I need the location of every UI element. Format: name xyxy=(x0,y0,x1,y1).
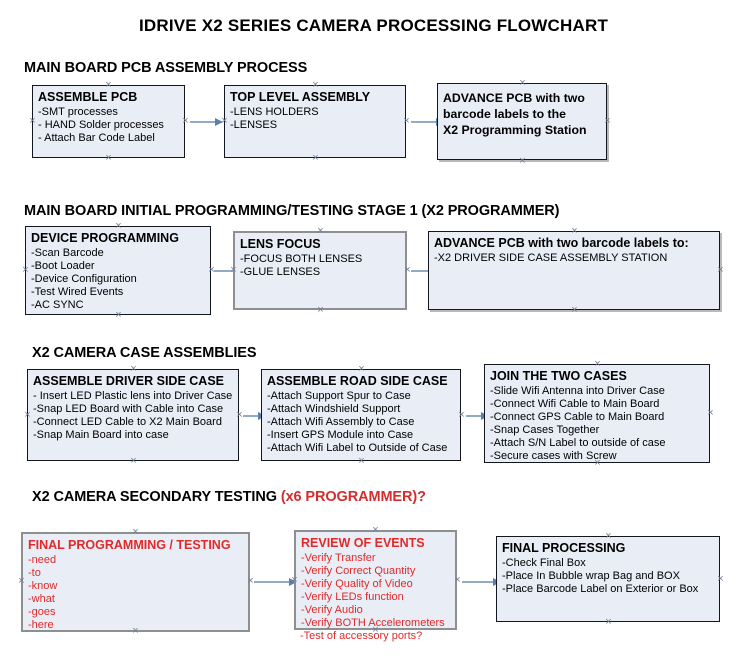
node-line: -Verify Correct Quantity xyxy=(301,564,416,577)
node-line: -Verify Quality of Video xyxy=(301,577,413,590)
node-line: barcode labels to the xyxy=(443,107,566,122)
node-lens-focus[interactable]: LENS FOCUS -FOCUS BOTH LENSES -GLUE LENS… xyxy=(233,231,407,310)
node-title: DEVICE PROGRAMMING xyxy=(31,231,179,245)
node-line: - Attach Bar Code Label xyxy=(38,131,155,144)
node-line: -X2 DRIVER SIDE CASE ASSEMBLY STATION xyxy=(434,251,668,264)
node-device-programming[interactable]: DEVICE PROGRAMMING -Scan Barcode -Boot L… xyxy=(25,226,211,315)
arrow-final-programming-to-review xyxy=(254,577,297,586)
node-line: -Insert GPS Module into Case xyxy=(267,428,414,441)
node-title: ASSEMBLE DRIVER SIDE CASE xyxy=(33,374,225,388)
page-title: IDRIVE X2 SERIES CAMERA PROCESSING FLOWC… xyxy=(138,16,609,35)
node-line: -Verify BOTH Accelerometers xyxy=(301,616,445,629)
section-heading-text: X2 CAMERA SECONDARY TESTING xyxy=(32,489,281,505)
node-line: -Attach Wifi Label to Outside of Case xyxy=(267,441,448,454)
node-title: REVIEW OF EVENTS xyxy=(301,536,425,550)
node-line: -Verify Audio xyxy=(301,603,363,616)
section-heading-pcb-assembly: MAIN BOARD PCB ASSEMBLY PROCESS xyxy=(24,60,307,76)
node-advance-pcb-programming-station[interactable]: ADVANCE PCB with two barcode labels to t… xyxy=(437,83,607,160)
node-line: -Verify Transfer xyxy=(301,551,376,564)
node-line: -need xyxy=(28,553,57,566)
node-line: -Device Configuration xyxy=(31,272,137,285)
node-final-processing[interactable]: FINAL PROCESSING -Check Final Box -Place… xyxy=(496,536,720,622)
node-join-the-two-cases[interactable]: JOIN THE TWO CASES -Slide Wifi Antenna i… xyxy=(484,364,710,463)
node-line: -Attach Support Spur to Case xyxy=(267,389,411,402)
node-title: FINAL PROCESSING xyxy=(502,541,626,555)
node-title: JOIN THE TWO CASES xyxy=(490,369,627,383)
node-line: - Insert LED Plastic lens into Driver Ca… xyxy=(33,389,233,402)
node-top-level-assembly[interactable]: TOP LEVEL ASSEMBLY -LENS HOLDERS -LENSES xyxy=(224,85,406,158)
node-line: -Boot Loader xyxy=(31,259,95,272)
node-title: TOP LEVEL ASSEMBLY xyxy=(230,90,371,104)
arrow-assemble-pcb-to-top-level xyxy=(190,117,223,126)
node-line: -Secure cases with Screw xyxy=(490,449,617,462)
node-line: -Place In Bubble wrap Bag and BOX xyxy=(502,569,680,582)
node-line: X2 Programming Station xyxy=(443,123,587,138)
node-line: -Scan Barcode xyxy=(31,246,104,259)
node-line: -what xyxy=(28,592,55,605)
node-line: - HAND Solder processes xyxy=(38,118,164,131)
section-heading-text: MAIN BOARD INITIAL PROGRAMMING/TESTING S… xyxy=(24,203,560,219)
node-title: FINAL PROGRAMMING / TESTING xyxy=(28,538,231,552)
node-line: -Snap Main Board into case xyxy=(33,428,169,441)
section-heading-case-assemblies: X2 CAMERA CASE ASSEMBLIES xyxy=(32,345,257,361)
node-assemble-pcb[interactable]: ASSEMBLE PCB -SMT processes - HAND Solde… xyxy=(32,85,185,158)
node-line: -here xyxy=(28,618,54,631)
section-heading-note: (x6 PROGRAMMER)? xyxy=(280,489,426,505)
node-title: ASSEMBLE PCB xyxy=(38,90,138,104)
node-line: -Check Final Box xyxy=(502,556,586,569)
node-line: -FOCUS BOTH LENSES xyxy=(240,252,363,265)
node-line: -LENSES xyxy=(230,118,278,131)
node-line: -to xyxy=(28,566,41,579)
node-line: -Verify LEDs function xyxy=(301,590,404,603)
node-line: -Snap Cases Together xyxy=(490,423,600,436)
node-review-of-events[interactable]: REVIEW OF EVENTS -Verify Transfer -Verif… xyxy=(294,530,457,630)
node-line: ADVANCE PCB with two xyxy=(443,91,585,105)
node-title: ADVANCE PCB with two barcode labels to: xyxy=(434,236,689,250)
node-line: -Connect GPS Cable to Main Board xyxy=(490,410,665,423)
section-heading-text: X2 CAMERA CASE ASSEMBLIES xyxy=(32,345,257,361)
node-line: -SMT processes xyxy=(38,105,118,118)
node-line: -goes xyxy=(28,605,56,618)
section-heading-text: MAIN BOARD PCB ASSEMBLY PROCESS xyxy=(24,60,308,76)
section-heading-initial-programming: MAIN BOARD INITIAL PROGRAMMING/TESTING S… xyxy=(24,203,560,219)
node-line: -Connect Wifi Cable to Main Board xyxy=(490,397,660,410)
node-title: LENS FOCUS xyxy=(240,237,321,251)
section-heading-secondary-testing: X2 CAMERA SECONDARY TESTING (x6 PROGRAMM… xyxy=(32,489,426,505)
node-line: -GLUE LENSES xyxy=(240,265,321,278)
node-line: -AC SYNC xyxy=(31,298,84,311)
node-final-programming-testing[interactable]: FINAL PROGRAMMING / TESTING -need -to -k… xyxy=(21,532,250,632)
node-line: -Attach S/N Label to outside of case xyxy=(490,436,666,449)
node-line: -Place Barcode Label on Exterior or Box xyxy=(502,582,699,595)
node-advance-pcb-driver-side[interactable]: ADVANCE PCB with two barcode labels to: … xyxy=(428,231,720,310)
node-line: -Test Wired Events xyxy=(31,285,124,298)
node-line: -Slide Wifi Antenna into Driver Case xyxy=(490,384,665,397)
node-line: -Snap LED Board with Cable into Case xyxy=(33,402,224,415)
node-line: -LENS HOLDERS xyxy=(230,105,319,118)
node-line: -know xyxy=(28,579,58,592)
node-assemble-driver-side-case[interactable]: ASSEMBLE DRIVER SIDE CASE - Insert LED P… xyxy=(27,369,239,461)
node-line: -Attach Wifi Assembly to Case xyxy=(267,415,415,428)
node-line-overflow: -Test of accessory ports? xyxy=(300,630,423,642)
arrow-review-to-final-processing xyxy=(462,577,501,586)
node-title: ASSEMBLE ROAD SIDE CASE xyxy=(267,374,448,388)
node-line: -Connect LED Cable to X2 Main Board xyxy=(33,415,222,428)
node-assemble-road-side-case[interactable]: ASSEMBLE ROAD SIDE CASE -Attach Support … xyxy=(261,369,461,461)
node-line: -Attach Windshield Support xyxy=(267,402,401,415)
